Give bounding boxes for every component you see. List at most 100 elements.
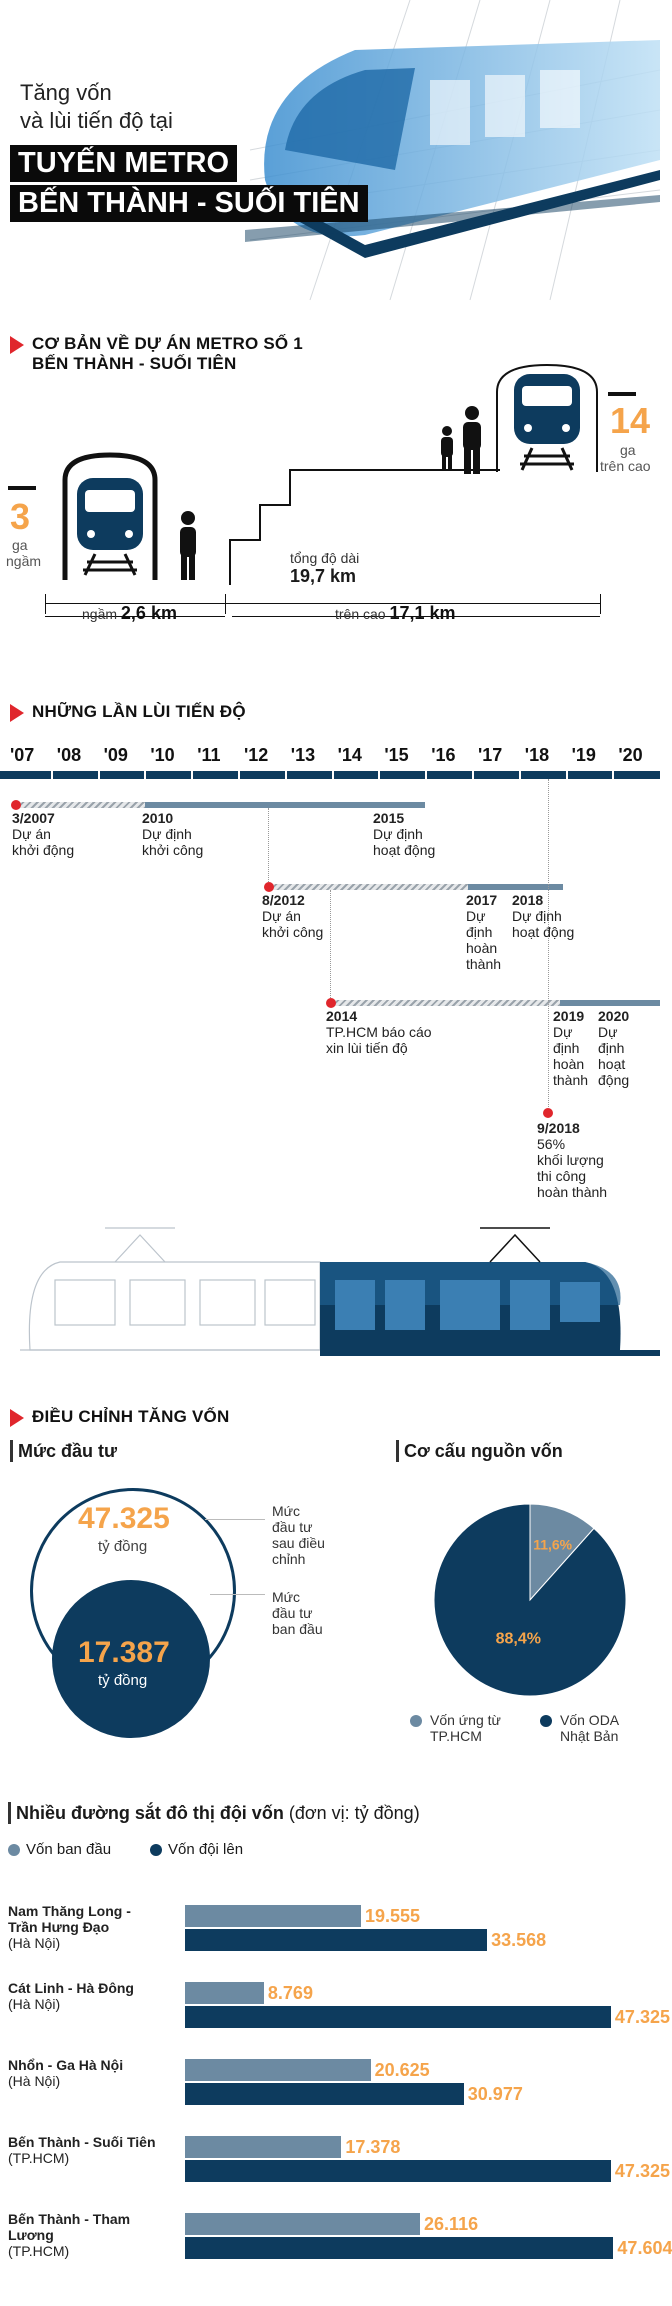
bar-category-line: (TP.HCM) bbox=[8, 2150, 70, 2166]
timeline-event-text: động bbox=[598, 1072, 630, 1088]
timeline-year-divider bbox=[472, 771, 474, 779]
section-basics-title-1: CƠ BẢN VỀ DỰ ÁN METRO SỐ 1 bbox=[32, 334, 303, 353]
label-line: đầu tư bbox=[272, 1519, 313, 1535]
timeline-row3-bar bbox=[560, 1000, 660, 1006]
elevation-profile bbox=[229, 469, 500, 585]
bar-category-label: Nhổn - Ga Hà Nội(Hà Nội) bbox=[8, 2057, 123, 2089]
bar-initial bbox=[185, 2059, 371, 2081]
timeline-event-date: 9/2018 bbox=[537, 1120, 580, 1136]
timeline-event-date: 2019 bbox=[553, 1008, 585, 1024]
total-length-value: 19,7 km bbox=[290, 566, 357, 586]
label-line: chỉnh bbox=[272, 1551, 306, 1567]
leader-line bbox=[205, 1519, 265, 1520]
bar-category-line: (Hà Nội) bbox=[8, 1935, 61, 1951]
elevated-label-1: ga bbox=[620, 442, 636, 458]
metro-train-illustration bbox=[245, 40, 660, 258]
timeline-event-text: hoạt động bbox=[512, 924, 575, 940]
person-icon bbox=[180, 511, 196, 580]
bar-value-label: 47.604 bbox=[617, 2238, 672, 2258]
bar-category-label: Bến Thành - Suối Tiên(TP.HCM) bbox=[8, 2134, 156, 2166]
legend-line: Nhật Bản bbox=[560, 1728, 619, 1744]
timeline-year: '17 bbox=[478, 745, 503, 765]
pie-label-hcm: 11,6% bbox=[533, 1536, 572, 1552]
timeline-event-text: Dự định bbox=[373, 826, 423, 842]
underground-dash bbox=[8, 486, 36, 490]
cost-chart-title-bold: Nhiều đường sắt đô thị đội vốn bbox=[16, 1803, 284, 1823]
bar-category-line: (Hà Nội) bbox=[8, 2073, 61, 2089]
timeline-event-date: 2014 bbox=[326, 1008, 358, 1024]
timeline-event-text: Dự án bbox=[262, 908, 301, 924]
timeline-event-date: 2015 bbox=[373, 810, 405, 826]
timeline-row1-bar bbox=[145, 802, 425, 808]
bar-category-label: Cát Linh - Hà Đông(Hà Nội) bbox=[8, 1980, 134, 2012]
timeline-row2-bar bbox=[468, 884, 563, 890]
subsection-marker bbox=[396, 1440, 399, 1462]
label-line: sau điều bbox=[272, 1535, 325, 1551]
timeline-year-divider bbox=[612, 771, 615, 779]
bar-category-line: Nam Thăng Long - bbox=[8, 1903, 131, 1919]
timeline-year-divider bbox=[50, 771, 53, 779]
legend-hcm: Vốn ứng từ TP.HCM bbox=[430, 1712, 501, 1744]
bar-category-line: (Hà Nội) bbox=[8, 1996, 61, 2012]
timeline-event-text: khởi động bbox=[12, 842, 75, 858]
section-basics-title-2: BẾN THÀNH - SUỐI TIÊN bbox=[32, 354, 237, 373]
timeline-year: '07 bbox=[10, 745, 35, 765]
bar-value-label: 47.325 bbox=[614, 2161, 670, 2181]
timeline-dot bbox=[326, 998, 336, 1008]
section-marker-icon bbox=[10, 336, 24, 354]
bar-category-label: Nam Thăng Long -Trần Hưng Đạo(Hà Nội) bbox=[8, 1903, 131, 1951]
timeline-event-text: định bbox=[466, 924, 493, 940]
label-line: đầu tư bbox=[272, 1605, 313, 1621]
legend-increased: Vốn đội lên bbox=[168, 1841, 244, 1858]
underground-label-2: ngầm bbox=[6, 553, 42, 569]
underground-label-1: ga bbox=[12, 537, 28, 553]
elevated-count: 14 bbox=[610, 400, 651, 441]
bar-value-label: 17.378 bbox=[345, 2137, 401, 2157]
timeline-event-text: khởi công bbox=[142, 842, 204, 858]
timeline-year: '09 bbox=[103, 745, 128, 765]
bar-category-line: Nhổn - Ga Hà Nội bbox=[8, 2057, 124, 2073]
label-line: Mức bbox=[272, 1589, 301, 1605]
pie-slice bbox=[433, 1503, 627, 1697]
child-icon bbox=[441, 426, 453, 471]
timeline-dot bbox=[11, 800, 21, 810]
timeline-year-divider bbox=[238, 771, 240, 779]
timeline-event-text: thành bbox=[553, 1072, 589, 1088]
bar-initial bbox=[185, 1905, 361, 1927]
underground-count: 3 bbox=[10, 496, 31, 537]
timeline-event-text: khối lượng bbox=[537, 1152, 604, 1168]
bar-increased bbox=[185, 2083, 464, 2105]
timeline-year: '13 bbox=[290, 745, 316, 765]
initial-investment-circle bbox=[52, 1580, 210, 1738]
leader-line bbox=[210, 1594, 265, 1595]
timeline-event-text: xin lùi tiến độ bbox=[326, 1040, 408, 1056]
section-delays-title: NHỮNG LẦN LÙI TIẾN ĐỘ bbox=[32, 702, 246, 721]
legend-oda-swatch bbox=[540, 1715, 552, 1727]
elevated-length-value: 17,1 km bbox=[389, 603, 456, 623]
timeline-event-date: 8/2012 bbox=[262, 892, 305, 908]
legend-line: Vốn ứng từ bbox=[430, 1712, 501, 1728]
timeline-event-date: 2018 bbox=[512, 892, 544, 908]
timeline-event-text: Dự định bbox=[142, 826, 192, 842]
header-subtitle-2: và lùi tiến độ tại bbox=[20, 108, 173, 133]
dim-tick-mid bbox=[225, 594, 226, 614]
legend-increased-swatch bbox=[150, 1844, 162, 1856]
dim-line bbox=[45, 603, 600, 604]
header-subtitle-1: Tăng vốn bbox=[20, 80, 112, 105]
timeline-year: '18 bbox=[524, 745, 550, 765]
timeline-year: '15 bbox=[384, 745, 409, 765]
underground-train-icon bbox=[62, 452, 158, 580]
timeline-year: '20 bbox=[618, 745, 643, 765]
timeline-event-date: 2020 bbox=[598, 1008, 630, 1024]
elevated-length: trên cao 17,1 km bbox=[335, 603, 456, 624]
timeline-year-divider bbox=[97, 771, 100, 779]
bar-category-line: Bến Thành - Tham bbox=[8, 2211, 131, 2227]
timeline-year: '19 bbox=[571, 745, 596, 765]
total-length-label: tổng độ dài bbox=[290, 550, 360, 566]
